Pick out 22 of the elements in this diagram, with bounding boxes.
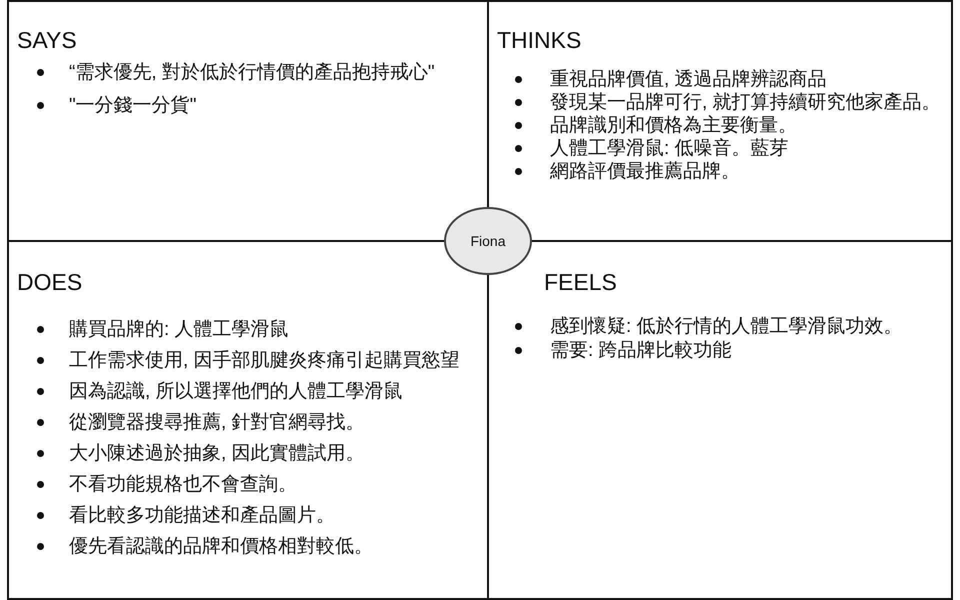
list-item: 人體工學滑鼠: 低噪音。藍芽 <box>550 137 790 160</box>
quadrant-heading: FEELS <box>544 268 617 296</box>
list-item: 不看功能規格也不會查詢。 <box>69 473 298 497</box>
list-item: 需要: 跨品牌比較功能 <box>550 339 733 363</box>
list-item: 大小陳述過於抽象, 因此實體試用。 <box>69 442 366 466</box>
list-item: 工作需求使用, 因手部肌腱炎疼痛引起購買慾望 <box>69 349 461 373</box>
quadrant-heading: SAYS <box>17 26 77 54</box>
list-item: 優先看認識的品牌和價格相對較低。 <box>69 535 374 559</box>
list-item: 網路評價最推薦品牌。 <box>550 160 741 183</box>
list-item: 重視品牌價值, 透過品牌辨認商品 <box>550 68 828 91</box>
quadrant-heading: THINKS <box>497 26 582 54</box>
list-item: 看比較多功能描述和產品圖片。 <box>69 504 336 528</box>
list-item: 發現某一品牌可行, 就打算持續研究他家產品。 <box>550 91 941 114</box>
list-item: "一分錢一分貨" <box>69 94 198 118</box>
persona-name: Fiona <box>470 232 506 250</box>
list-item: 因為認識, 所以選擇他們的人體工學滑鼠 <box>69 380 404 404</box>
list-item: 購買品牌的: 人體工學滑鼠 <box>69 318 290 342</box>
quadrant-heading: DOES <box>17 268 82 296</box>
list-item: 品牌識別和價格為主要衡量。 <box>550 114 798 137</box>
list-item: “需求優先, 對於低於行情價的產品抱持戒心" <box>69 61 436 85</box>
list-item: 從瀏覽器搜尋推薦, 針對官網尋找。 <box>69 411 366 435</box>
list-item: 感到懷疑: 低於行情的人體工學滑鼠功效。 <box>550 315 904 339</box>
